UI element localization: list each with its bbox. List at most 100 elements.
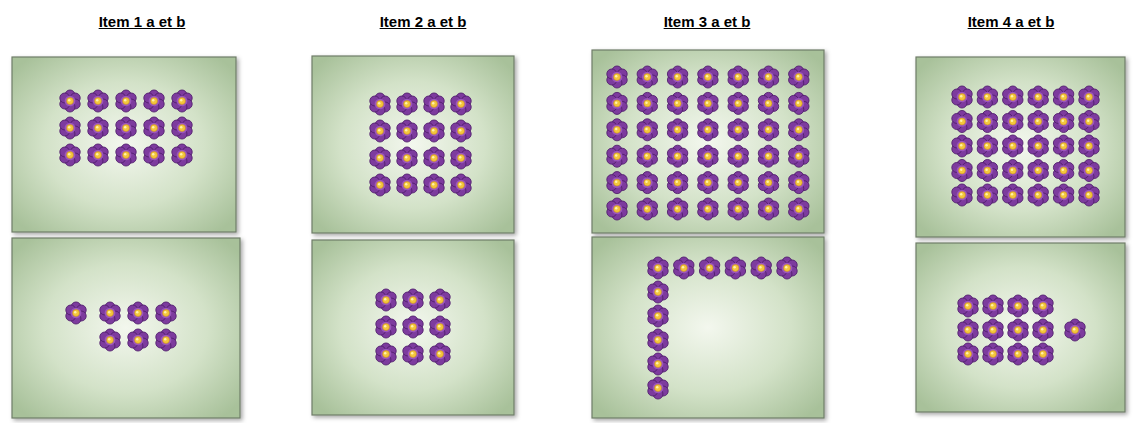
- flower: [728, 66, 748, 88]
- flower: [88, 90, 108, 112]
- flower: [667, 119, 687, 141]
- flower: [451, 93, 471, 115]
- slide-panel: [312, 240, 514, 415]
- flower: [1053, 135, 1073, 157]
- flower: [1003, 110, 1023, 132]
- flower: [758, 92, 778, 114]
- slide-panel: [916, 243, 1125, 412]
- flower: [60, 90, 80, 112]
- flower: [952, 135, 972, 157]
- flower: [1003, 184, 1023, 206]
- flower: [952, 159, 972, 181]
- flower: [607, 66, 627, 88]
- flower: [370, 147, 390, 169]
- flower: [1053, 159, 1073, 181]
- flower: [607, 119, 627, 141]
- flower: [952, 110, 972, 132]
- flower: [1028, 86, 1048, 108]
- flower: [983, 343, 1003, 365]
- flower: [403, 289, 423, 311]
- flower: [128, 329, 148, 351]
- flower: [637, 145, 657, 167]
- flower: [156, 329, 176, 351]
- flower: [637, 66, 657, 88]
- flower: [758, 66, 778, 88]
- item-heading: Item 1 a et b: [99, 13, 186, 31]
- flower: [1003, 135, 1023, 157]
- flower: [725, 257, 745, 279]
- flower: [88, 117, 108, 139]
- flower: [1028, 184, 1048, 206]
- flower: [1053, 110, 1073, 132]
- flower: [451, 147, 471, 169]
- flower: [728, 172, 748, 194]
- flower: [758, 172, 778, 194]
- flower: [667, 145, 687, 167]
- flower: [424, 120, 444, 142]
- flower: [758, 145, 778, 167]
- flower: [607, 198, 627, 220]
- flower: [116, 90, 136, 112]
- flower: [698, 198, 718, 220]
- flower: [698, 145, 718, 167]
- flower: [698, 66, 718, 88]
- flower: [789, 172, 809, 194]
- flower: [1053, 86, 1073, 108]
- flower: [698, 172, 718, 194]
- flower: [667, 66, 687, 88]
- flower: [397, 147, 417, 169]
- flower: [667, 172, 687, 194]
- flower: [397, 120, 417, 142]
- flower: [607, 172, 627, 194]
- flower: [172, 144, 192, 166]
- flower: [1008, 295, 1028, 317]
- flower: [60, 117, 80, 139]
- flower: [1033, 295, 1053, 317]
- flower: [424, 93, 444, 115]
- slide-panel: [916, 57, 1125, 237]
- flower: [789, 145, 809, 167]
- flower: [648, 305, 668, 327]
- flower: [1033, 319, 1053, 341]
- flower: [1079, 159, 1099, 181]
- flower: [370, 93, 390, 115]
- flower: [983, 319, 1003, 341]
- flower: [1008, 343, 1028, 365]
- flower: [144, 90, 164, 112]
- flower: [698, 92, 718, 114]
- flower: [952, 184, 972, 206]
- flower: [376, 316, 396, 338]
- item-heading: Item 2 a et b: [380, 13, 467, 31]
- flower: [430, 343, 450, 365]
- flower: [648, 329, 668, 351]
- flower: [144, 117, 164, 139]
- flower: [958, 343, 978, 365]
- flower: [1028, 159, 1048, 181]
- flower: [1079, 110, 1099, 132]
- flower-group: [60, 66, 1099, 399]
- flower: [172, 90, 192, 112]
- flower: [983, 295, 1003, 317]
- flower: [172, 117, 192, 139]
- flower: [777, 257, 797, 279]
- flower: [100, 302, 120, 324]
- flower: [144, 144, 164, 166]
- flower: [977, 135, 997, 157]
- flower: [66, 302, 86, 324]
- flower: [977, 86, 997, 108]
- flower: [424, 147, 444, 169]
- flower: [648, 281, 668, 303]
- flower: [977, 184, 997, 206]
- flower: [789, 119, 809, 141]
- flower: [100, 329, 120, 351]
- flower: [370, 174, 390, 196]
- flower: [403, 316, 423, 338]
- flower: [789, 92, 809, 114]
- flower: [1079, 135, 1099, 157]
- flower: [728, 119, 748, 141]
- flower: [648, 353, 668, 375]
- flower: [60, 144, 80, 166]
- flower: [758, 198, 778, 220]
